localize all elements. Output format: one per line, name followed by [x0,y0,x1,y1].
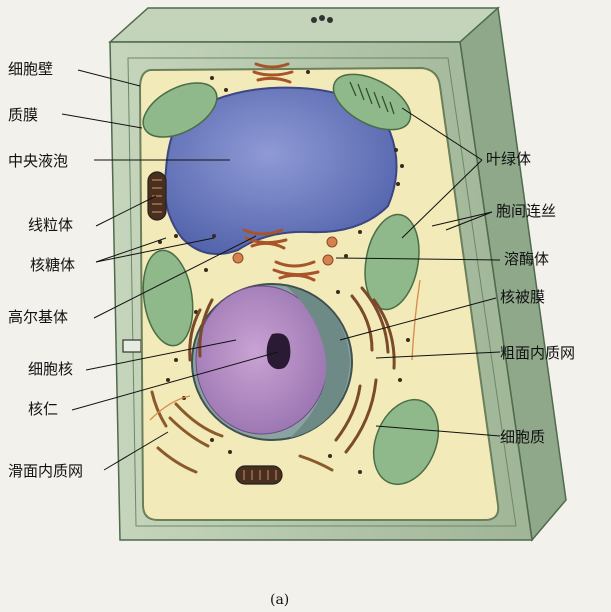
label-central-vacuole: 中央液泡 [8,152,68,170]
label-golgi: 高尔基体 [8,308,68,326]
nucleus [192,284,352,440]
label-rough-er: 粗面内质网 [500,344,575,362]
label-cytoplasm: 细胞质 [500,428,545,446]
nucleolus [267,333,291,369]
label-ribosome: 核糖体 [30,256,75,274]
label-cell-wall: 细胞壁 [8,60,53,78]
label-plasmodesmata: 胞间连丝 [496,202,556,220]
label-nuclear-envelope: 核被膜 [500,288,545,306]
label-nucleolus: 核仁 [28,400,58,418]
label-smooth-er: 滑面内质网 [8,462,83,480]
label-nucleus: 细胞核 [28,360,73,378]
label-chloroplast: 叶绿体 [486,150,531,168]
figure-caption: (a) [270,592,289,608]
label-lysosome: 溶酶体 [504,250,549,268]
label-plasma-membrane: 质膜 [8,106,38,124]
label-mitochondrion: 线粒体 [28,216,73,234]
